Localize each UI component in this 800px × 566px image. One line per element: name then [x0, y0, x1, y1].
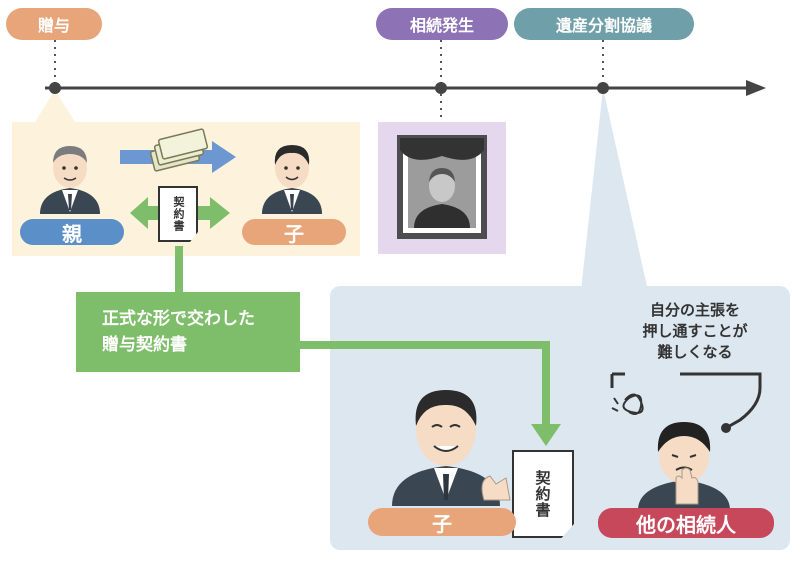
- division-callout-wedge: [580, 88, 650, 300]
- thought-line-2: 押し通すことが: [642, 322, 748, 340]
- green-connector-route: [300, 341, 550, 428]
- other-heir-label: 他の相続人: [598, 508, 774, 538]
- thought-line-3: 難しくなる: [657, 343, 733, 361]
- event-pill-division: 遺産分割協議: [514, 8, 694, 40]
- gift-callout-wedge: [35, 90, 75, 122]
- contract-document-text: 契約書: [172, 196, 185, 232]
- parent-label: 親: [20, 219, 124, 246]
- thought-line: [680, 372, 762, 430]
- blue-transfer-arrowhead: [212, 141, 236, 173]
- contract-document-large-text: 契約書: [533, 470, 552, 518]
- green-connector-down: [175, 246, 183, 292]
- parent-figure-icon: [40, 146, 100, 214]
- child-large-label: 子: [368, 508, 516, 536]
- thought-line-dot: [721, 423, 731, 433]
- money-stack-icon: [149, 128, 209, 172]
- event-pill-gift: 贈与: [6, 8, 102, 40]
- contract-note-box: 正式な形で交わした 贈与契約書: [76, 292, 300, 372]
- green-arrow-left-head: [130, 197, 148, 229]
- contract-document-icon: 契約書: [158, 186, 198, 242]
- timeline-dot-inherit: [435, 82, 447, 94]
- timeline-dot-gift: [49, 82, 61, 94]
- timeline-arrowhead: [746, 80, 766, 96]
- stress-marks-icon: [611, 397, 619, 412]
- green-arrow-right-head: [210, 197, 230, 229]
- contract-document-large-icon: 契約書: [512, 450, 574, 538]
- contract-note-line-2: 贈与契約書: [102, 335, 187, 355]
- thought-note: 自分の主張を 押し通すことが 難しくなる: [620, 300, 770, 363]
- other-heir-figure-icon: [638, 422, 730, 510]
- green-connector-arrowhead: [531, 424, 561, 446]
- timeline-dot-division: [597, 82, 609, 94]
- stress-scribble-icon: [622, 393, 644, 415]
- child-large-figure-icon: [392, 390, 511, 506]
- event-pill-inheritance: 相続発生: [376, 8, 508, 40]
- memorial-portrait-icon: [397, 135, 487, 239]
- thought-line-1: 自分の主張を: [649, 301, 740, 319]
- child-label: 子: [242, 219, 346, 246]
- child-figure-icon: [262, 145, 322, 214]
- contract-note-line-1: 正式な形で交わした: [102, 309, 255, 329]
